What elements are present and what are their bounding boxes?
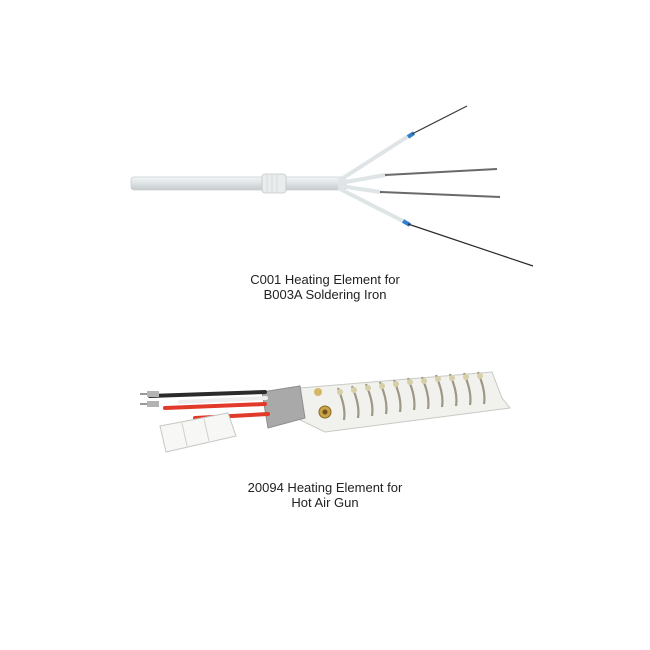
caption-line-1: C001 Heating Element for xyxy=(250,272,400,287)
caption-hot-air-element: 20094 Heating Element for Hot Air Gun xyxy=(0,480,650,510)
caption-soldering-element: C001 Heating Element for B003A Soldering… xyxy=(0,272,650,302)
caption-line-2: B003A Soldering Iron xyxy=(263,287,387,302)
product-soldering-iron-element: C001 Heating Element for B003A Soldering… xyxy=(0,0,650,310)
product-hot-air-gun-element: 20094 Heating Element for Hot Air Gun xyxy=(0,340,650,640)
soldering-element-illustration xyxy=(130,105,534,267)
hot-air-element-illustration xyxy=(140,371,511,453)
caption-line-1: 20094 Heating Element for xyxy=(247,480,403,495)
caption-line-2: Hot Air Gun xyxy=(291,495,359,510)
